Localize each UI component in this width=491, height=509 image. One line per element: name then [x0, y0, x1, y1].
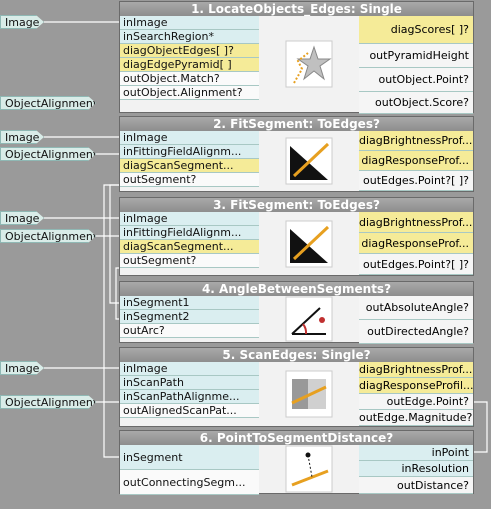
- external-input-image[interactable]: Image: [0, 211, 44, 225]
- input-port[interactable]: inSearchRegion*: [120, 30, 259, 44]
- node-title: 3. FitSegment: ToEdges?: [120, 198, 473, 212]
- external-input-alignment[interactable]: ObjectAlignment1: [0, 395, 96, 409]
- output-port[interactable]: outSegment?: [120, 254, 259, 268]
- input-port[interactable]: diagEdgePyramid[ ]: [120, 58, 259, 72]
- input-port[interactable]: inImage: [120, 212, 259, 226]
- node-title: 2. FitSegment: ToEdges?: [120, 117, 473, 131]
- output-port[interactable]: outEdge.Point?: [359, 394, 473, 410]
- output-port[interactable]: outAbsoluteAngle?: [359, 296, 473, 320]
- external-input-image[interactable]: Image: [0, 130, 44, 144]
- external-input-image[interactable]: Image: [0, 15, 44, 29]
- input-port[interactable]: inScanPath: [120, 376, 259, 390]
- output-port[interactable]: outAlignedScanPat...: [120, 404, 259, 418]
- star-match-icon: [285, 40, 333, 88]
- external-input-alignment[interactable]: ObjectAlignment1: [0, 147, 96, 161]
- tool-icon-area: [259, 131, 359, 191]
- input-port[interactable]: inFittingFieldAlignm...: [120, 226, 259, 240]
- output-port[interactable]: diagResponseProf...: [359, 233, 473, 254]
- output-port[interactable]: outSegment?: [120, 173, 259, 187]
- node-scan-edges[interactable]: 5. ScanEdges: Single? inImage inScanPath…: [119, 347, 474, 427]
- input-port[interactable]: inResolution: [359, 461, 473, 477]
- point-segment-distance-icon: [285, 445, 333, 493]
- output-port[interactable]: outDistance?: [359, 477, 473, 494]
- tool-icon-area: [259, 445, 359, 493]
- output-port[interactable]: diagBrightnessProf...: [359, 212, 473, 233]
- output-port[interactable]: outConnectingSegm...: [120, 470, 259, 495]
- input-port[interactable]: inImage: [120, 16, 259, 30]
- output-port[interactable]: outObject.Score?: [359, 92, 473, 114]
- node-title: 5. ScanEdges: Single?: [120, 348, 473, 362]
- output-port[interactable]: diagBrightnessProf...: [359, 131, 473, 151]
- scan-edges-icon: [285, 370, 333, 418]
- fit-segment-icon: [285, 220, 333, 267]
- node-locate-objects[interactable]: 1. LocateObjects_Edges: Single inImage i…: [119, 1, 474, 114]
- tool-icon-area: [259, 212, 359, 275]
- output-port[interactable]: diagScores[ ]?: [359, 16, 473, 44]
- output-port[interactable]: outObject.Match?: [120, 72, 259, 86]
- node-title: 6. PointToSegmentDistance?: [120, 431, 473, 445]
- external-input-image[interactable]: Image: [0, 361, 44, 375]
- output-port[interactable]: outObject.Alignment?: [120, 86, 259, 100]
- output-port[interactable]: diagResponseProfil...: [359, 378, 473, 394]
- input-port[interactable]: diagObjectEdges[ ]?: [120, 44, 259, 58]
- input-port[interactable]: inSegment2: [120, 310, 259, 324]
- output-port[interactable]: diagBrightnessProf...: [359, 362, 473, 378]
- external-input-alignment[interactable]: ObjectAlignment1: [0, 229, 96, 243]
- input-port[interactable]: inImage: [120, 131, 259, 145]
- external-output-alignment[interactable]: ObjectAlignment1: [0, 96, 96, 110]
- input-port[interactable]: inImage: [120, 362, 259, 376]
- node-fit-segment-2[interactable]: 3. FitSegment: ToEdges? inImage inFittin…: [119, 197, 474, 276]
- input-port[interactable]: inScanPathAlignme...: [120, 390, 259, 404]
- output-port[interactable]: outPyramidHeight: [359, 44, 473, 68]
- tool-icon-area: [259, 362, 359, 426]
- input-port[interactable]: inPoint: [359, 445, 473, 461]
- output-port[interactable]: outObject.Point?: [359, 68, 473, 92]
- fit-segment-icon: [285, 137, 333, 185]
- output-port[interactable]: outEdges.Point?[ ]?: [359, 171, 473, 191]
- tool-icon-area: [259, 296, 359, 342]
- input-port[interactable]: inFittingFieldAlignm...: [120, 145, 259, 159]
- angle-icon: [285, 296, 333, 342]
- output-port[interactable]: outEdges.Point?[ ]?: [359, 254, 473, 275]
- node-fit-segment-1[interactable]: 2. FitSegment: ToEdges? inImage inFittin…: [119, 116, 474, 192]
- input-port[interactable]: inSegment1: [120, 296, 259, 310]
- output-port[interactable]: outEdge.Magnitude?: [359, 410, 473, 426]
- output-port[interactable]: diagResponseProf...: [359, 151, 473, 171]
- node-angle-between-segments[interactable]: 4. AngleBetweenSegments? inSegment1 inSe…: [119, 281, 474, 344]
- tool-icon-area: [259, 16, 359, 112]
- input-port[interactable]: inSegment: [120, 445, 259, 470]
- node-title: 4. AngleBetweenSegments?: [120, 282, 473, 296]
- output-port[interactable]: outDirectedAngle?: [359, 320, 473, 344]
- input-port[interactable]: diagScanSegment...: [120, 159, 259, 173]
- node-title: 1. LocateObjects_Edges: Single: [120, 2, 473, 16]
- node-point-to-segment-distance[interactable]: 6. PointToSegmentDistance? inSegment out…: [119, 430, 474, 495]
- input-port[interactable]: diagScanSegment...: [120, 240, 259, 254]
- output-port[interactable]: outArc?: [120, 324, 259, 338]
